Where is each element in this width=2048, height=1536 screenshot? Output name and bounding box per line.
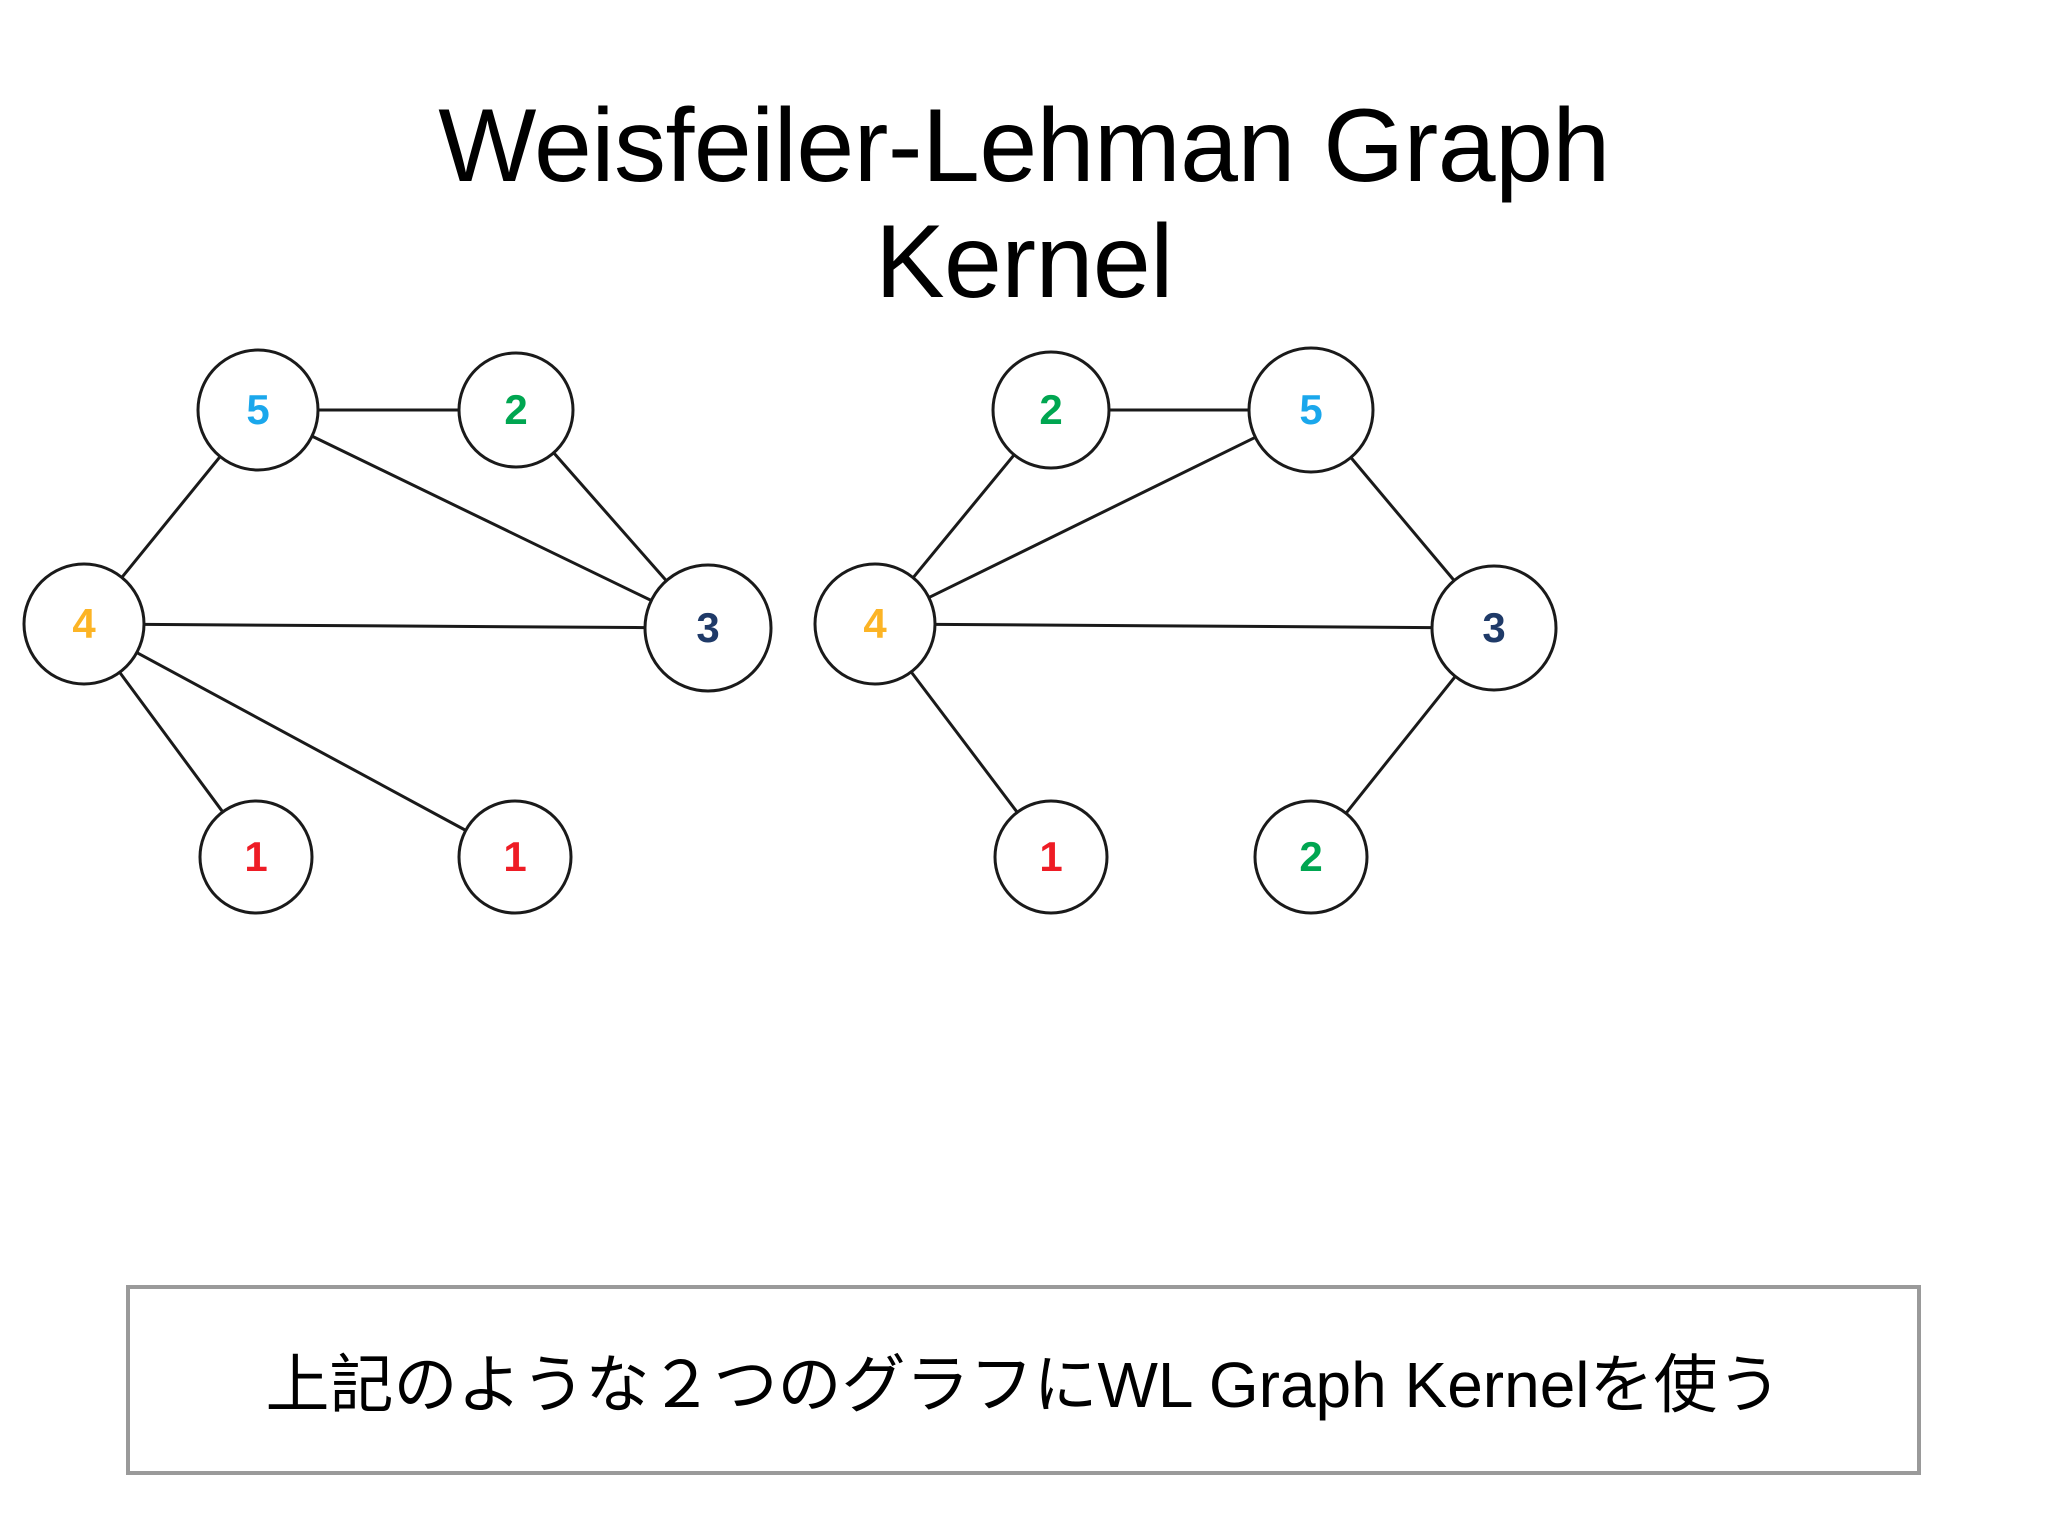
caption-text: 上記のような２つのグラフにWL Graph Kernelを使う bbox=[265, 1349, 1782, 1421]
graph-edge bbox=[1344, 675, 1457, 815]
graph-node-circle[interactable] bbox=[457, 351, 575, 469]
graph-edge bbox=[136, 651, 467, 832]
graph-edge bbox=[143, 622, 646, 630]
graph-node-circle[interactable] bbox=[22, 562, 146, 686]
graph-edge bbox=[1349, 456, 1456, 582]
edges-layer bbox=[118, 408, 1457, 832]
graph-edge bbox=[552, 451, 668, 582]
graph-node-circle[interactable] bbox=[991, 350, 1111, 470]
graph-node-circle[interactable] bbox=[198, 799, 314, 915]
graph-edge bbox=[928, 435, 1257, 599]
graph-node-circle[interactable] bbox=[1247, 346, 1375, 474]
graph-edge bbox=[311, 434, 652, 602]
page-title: Weisfeiler-Lehman Graph Kernel bbox=[438, 88, 1610, 321]
nodes-layer bbox=[22, 346, 1558, 915]
graph-node-circle[interactable] bbox=[813, 562, 937, 686]
graph-node-circle[interactable] bbox=[196, 348, 320, 472]
graph-node-circle[interactable] bbox=[993, 799, 1109, 915]
caption-box: 上記のような２つのグラフにWL Graph Kernelを使う bbox=[126, 1285, 1921, 1475]
graph-edge bbox=[118, 671, 224, 813]
graph-node-circle[interactable] bbox=[643, 563, 773, 693]
graph-node-circle[interactable] bbox=[1430, 564, 1558, 692]
graph-node-circle[interactable] bbox=[1253, 799, 1369, 915]
graph-edge bbox=[934, 622, 1433, 630]
graph-node-circle[interactable] bbox=[457, 799, 573, 915]
graph-edge bbox=[120, 455, 222, 579]
graph-edge bbox=[909, 670, 1019, 814]
graph-edge bbox=[911, 453, 1016, 579]
